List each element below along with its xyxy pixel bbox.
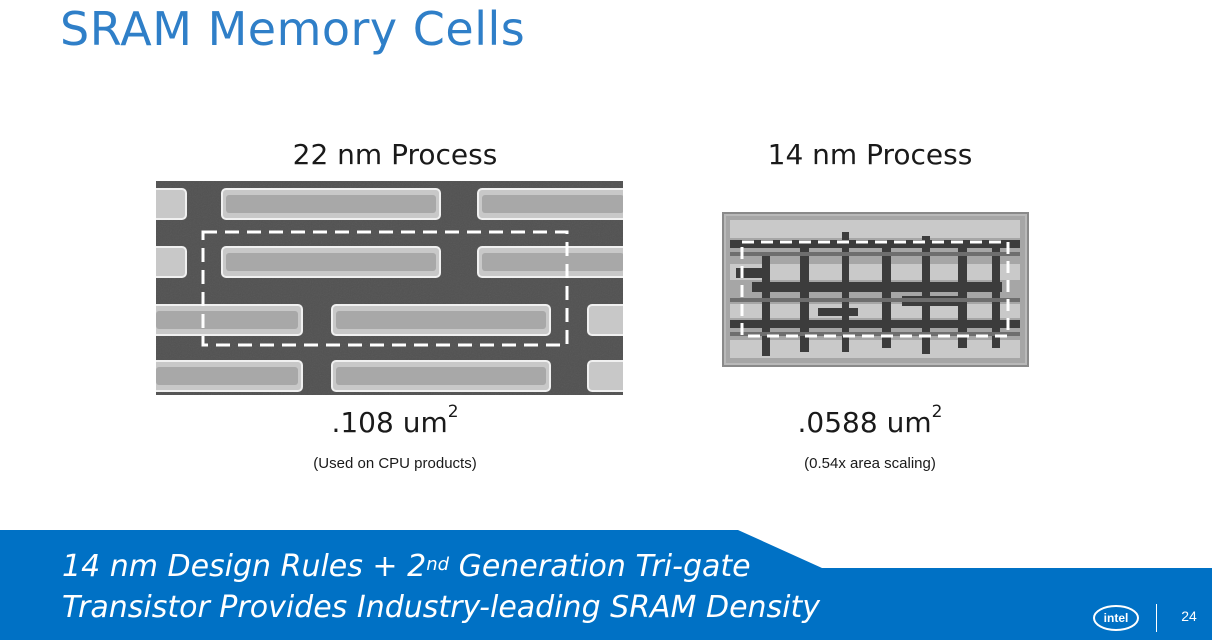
cell-area-value-14nm: .0588 um <box>797 406 932 439</box>
sram-cell-image-22nm <box>156 181 623 395</box>
intel-logo-text: intel <box>1104 611 1129 625</box>
page-number: 24 <box>1181 608 1197 624</box>
banner-line-1-start: 14 nm Design Rules + 2 <box>62 549 427 584</box>
process-heading-22nm: 22 nm Process <box>292 138 498 171</box>
cell-area-14nm: .0588 um2 <box>715 402 1025 439</box>
cell-area-exponent-14nm: 2 <box>931 402 943 422</box>
cell-area-22nm: .108 um2 <box>240 402 550 439</box>
cell-note-14nm: (0.54x area scaling) <box>804 455 936 472</box>
banner-line-1-ordinal: nd <box>426 554 450 575</box>
banner-line-2: Transistor Provides Industry-leading SRA… <box>62 590 821 625</box>
slide-title: SRAM Memory Cells <box>60 2 526 56</box>
banner-message: 14 nm Design Rules + 2nd Generation Tri-… <box>62 546 820 628</box>
process-heading-14nm: 14 nm Process <box>767 138 973 171</box>
cell-area-value-22nm: .108 um <box>331 406 448 439</box>
cell-area-exponent-22nm: 2 <box>447 402 459 422</box>
footer-divider <box>1156 604 1157 632</box>
sram-cell-image-14nm <box>722 212 1029 367</box>
cell-note-22nm: (Used on CPU products) <box>313 455 477 472</box>
banner-line-1-end: Generation Tri-gate <box>449 549 751 584</box>
banner-line-1: 14 nm Design Rules + 2nd Generation Tri-… <box>62 546 820 587</box>
intel-logo: intel <box>1093 605 1139 631</box>
bottom-banner <box>0 530 1212 640</box>
